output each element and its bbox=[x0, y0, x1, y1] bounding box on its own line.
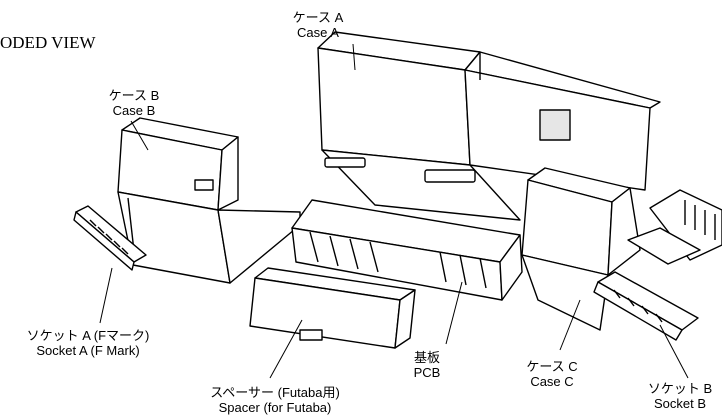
case-b-label-jp: ケース B bbox=[108, 88, 160, 103]
diagram-title: ODED VIEW bbox=[0, 33, 96, 52]
case-c-part bbox=[521, 167, 641, 331]
case-a-part bbox=[317, 31, 661, 221]
socket-a-label: ソケット A (Fマーク) Socket A (F Mark) bbox=[18, 328, 158, 358]
case-a-label-en: Case A bbox=[297, 25, 339, 40]
case-a-label: ケース A Case A bbox=[278, 10, 358, 40]
case-c-label-jp: ケース C bbox=[526, 359, 578, 374]
socket-b-label-en: Socket B bbox=[653, 396, 707, 411]
pcb-label-en: PCB bbox=[413, 365, 441, 380]
socket-b-part bbox=[593, 271, 699, 341]
socket-b-label-jp: ソケット B bbox=[647, 381, 713, 396]
case-b-label: ケース B Case B bbox=[94, 88, 174, 118]
right-connector-part bbox=[627, 189, 722, 265]
socket-b-label: ソケット B Socket B bbox=[640, 381, 720, 411]
case-b-part bbox=[117, 117, 301, 284]
socket-a-label-en: Socket A (F Mark) bbox=[36, 343, 140, 358]
case-c-label: ケース C Case C bbox=[512, 359, 592, 389]
spacer-label-jp: スペーサー (Futaba用) bbox=[210, 385, 340, 400]
leader-lines bbox=[99, 43, 689, 379]
pcb-label: 基板 PCB bbox=[402, 350, 452, 380]
case-c-label-en: Case C bbox=[530, 374, 574, 389]
case-a-label-jp: ケース A bbox=[292, 10, 344, 25]
socket-a-label-jp: ソケット A (Fマーク) bbox=[26, 328, 150, 343]
pcb-part bbox=[291, 199, 523, 301]
spacer-label: スペーサー (Futaba用) Spacer (for Futaba) bbox=[200, 385, 350, 415]
pcb-label-jp: 基板 bbox=[413, 350, 440, 365]
case-b-label-en: Case B bbox=[112, 103, 156, 118]
spacer-part bbox=[249, 267, 416, 349]
socket-a-part bbox=[73, 205, 147, 271]
spacer-label-en: Spacer (for Futaba) bbox=[218, 400, 332, 415]
